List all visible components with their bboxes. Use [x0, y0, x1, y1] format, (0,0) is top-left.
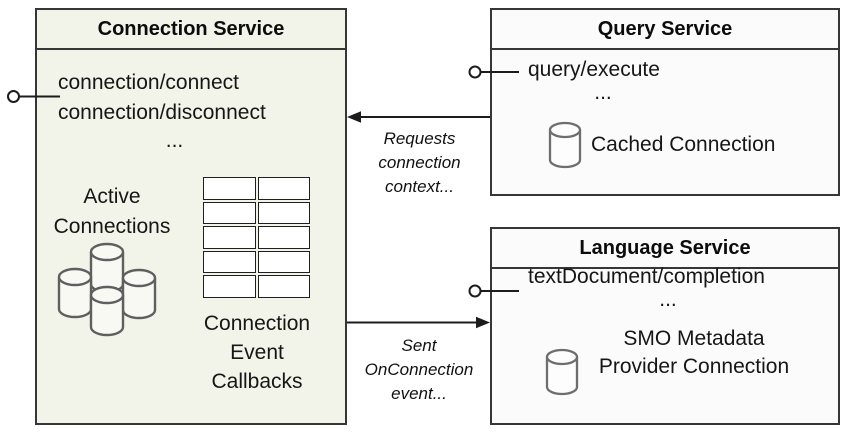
table-cell: [257, 275, 310, 298]
cached-connection-label: Cached Connection: [591, 133, 776, 156]
language-service-title: Language Service: [492, 229, 838, 269]
connection-service-box: Connection Service connection/connect co…: [35, 8, 347, 425]
table-cell: [203, 201, 256, 225]
query-service-title: Query Service: [492, 10, 838, 50]
table-cell: [203, 226, 256, 249]
event-callbacks-table-icon: [203, 177, 310, 298]
table-cell: [203, 177, 256, 200]
table-cell: [257, 226, 310, 249]
sent-onconnection-event-arrow: [347, 316, 490, 329]
connection-service-title: Connection Service: [37, 10, 345, 50]
methods-ellipsis: ...: [659, 288, 677, 311]
smo-metadata-provider-label: SMO Metadata Provider Connection: [598, 327, 790, 378]
requests-connection-context-arrow: [347, 111, 490, 123]
methods-ellipsis: ...: [594, 81, 612, 104]
table-cell: [257, 250, 310, 274]
connection-service-methods: connection/connect connection/disconnect…: [58, 68, 291, 154]
requests-arrow-label: Requests connection context...: [378, 129, 461, 196]
method-query-execute: query/execute: [528, 58, 660, 81]
method-textdocument-completion: textDocument/completion: [528, 265, 765, 288]
table-cell: [203, 275, 256, 298]
active-connections-label: Active Connections: [53, 185, 171, 238]
database-cluster-icon: [57, 242, 157, 337]
table-cell: [257, 177, 310, 200]
connection-event-callbacks-label: Connection Event Callbacks: [203, 312, 311, 393]
table-cell: [203, 250, 256, 274]
database-icon: [548, 121, 582, 169]
sent-arrow-label: Sent OnConnection event...: [364, 336, 474, 403]
query-service-box: Query Service query/execute ... Cached C…: [490, 8, 840, 196]
methods-ellipsis: ...: [165, 129, 184, 152]
database-icon: [545, 348, 579, 396]
table-cell: [257, 201, 310, 225]
language-service-box: Language Service textDocument/completion…: [490, 227, 840, 425]
method-connection-disconnect: connection/disconnect: [58, 101, 266, 124]
method-connection-connect: connection/connect: [58, 71, 239, 94]
